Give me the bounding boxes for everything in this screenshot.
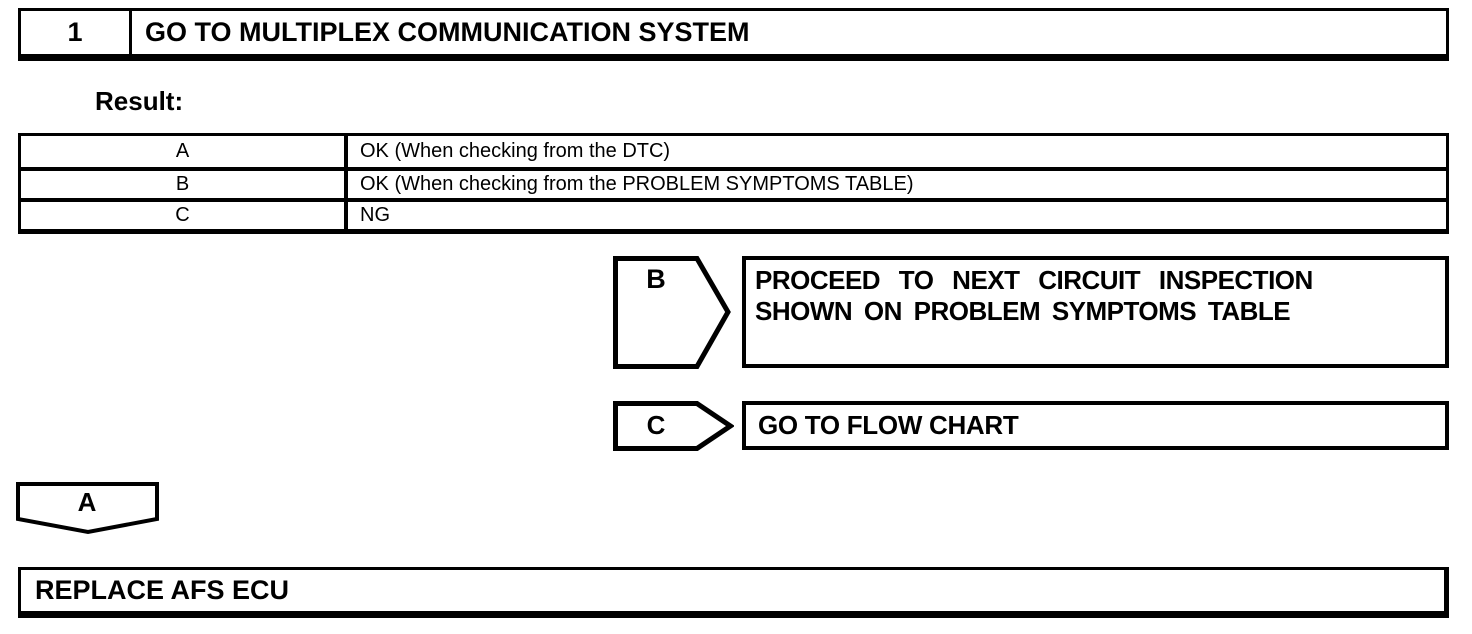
result-code-cell: C <box>21 202 348 229</box>
step-title: GO TO MULTIPLEX COMMUNICATION SYSTEM <box>145 17 750 47</box>
result-description-cell: OK (When checking from the PROBLEM SYMPT… <box>360 173 914 195</box>
branch-b-action-line2: SHOWN ON PROBLEM SYMPTOMS TABLE <box>755 296 1291 326</box>
branch-c-action-box: GO TO FLOW CHART <box>742 401 1449 450</box>
branch-b-label: B <box>646 264 666 294</box>
result-description-cell: OK (When checking from the DTC) <box>360 140 671 162</box>
result-code-cell: A <box>21 136 348 167</box>
table-row: C NG <box>21 198 1446 229</box>
branch-c-arrow-icon <box>613 401 734 451</box>
final-action-box: REPLACE AFS ECU <box>18 567 1449 618</box>
result-label: Result: <box>95 86 184 116</box>
branch-c-label: C <box>646 410 666 440</box>
step-number: 1 <box>21 11 132 54</box>
table-row: B OK (When checking from the PROBLEM SYM… <box>21 167 1446 198</box>
result-table: A OK (When checking from the DTC) B OK (… <box>18 133 1449 234</box>
connector-a-label: A <box>77 487 97 517</box>
branch-b-action-box: PROCEED TO NEXT CIRCUIT INSPECTION SHOWN… <box>742 256 1449 368</box>
branch-b-action-line1: PROCEED TO NEXT CIRCUIT INSPECTION <box>755 265 1313 295</box>
connector-a-icon <box>16 482 159 535</box>
result-description-cell: NG <box>360 204 390 226</box>
table-row: A OK (When checking from the DTC) <box>21 136 1446 167</box>
step-header: 1 GO TO MULTIPLEX COMMUNICATION SYSTEM <box>18 8 1449 61</box>
branch-b-arrow-icon <box>613 256 731 369</box>
result-code-cell: B <box>21 171 348 198</box>
